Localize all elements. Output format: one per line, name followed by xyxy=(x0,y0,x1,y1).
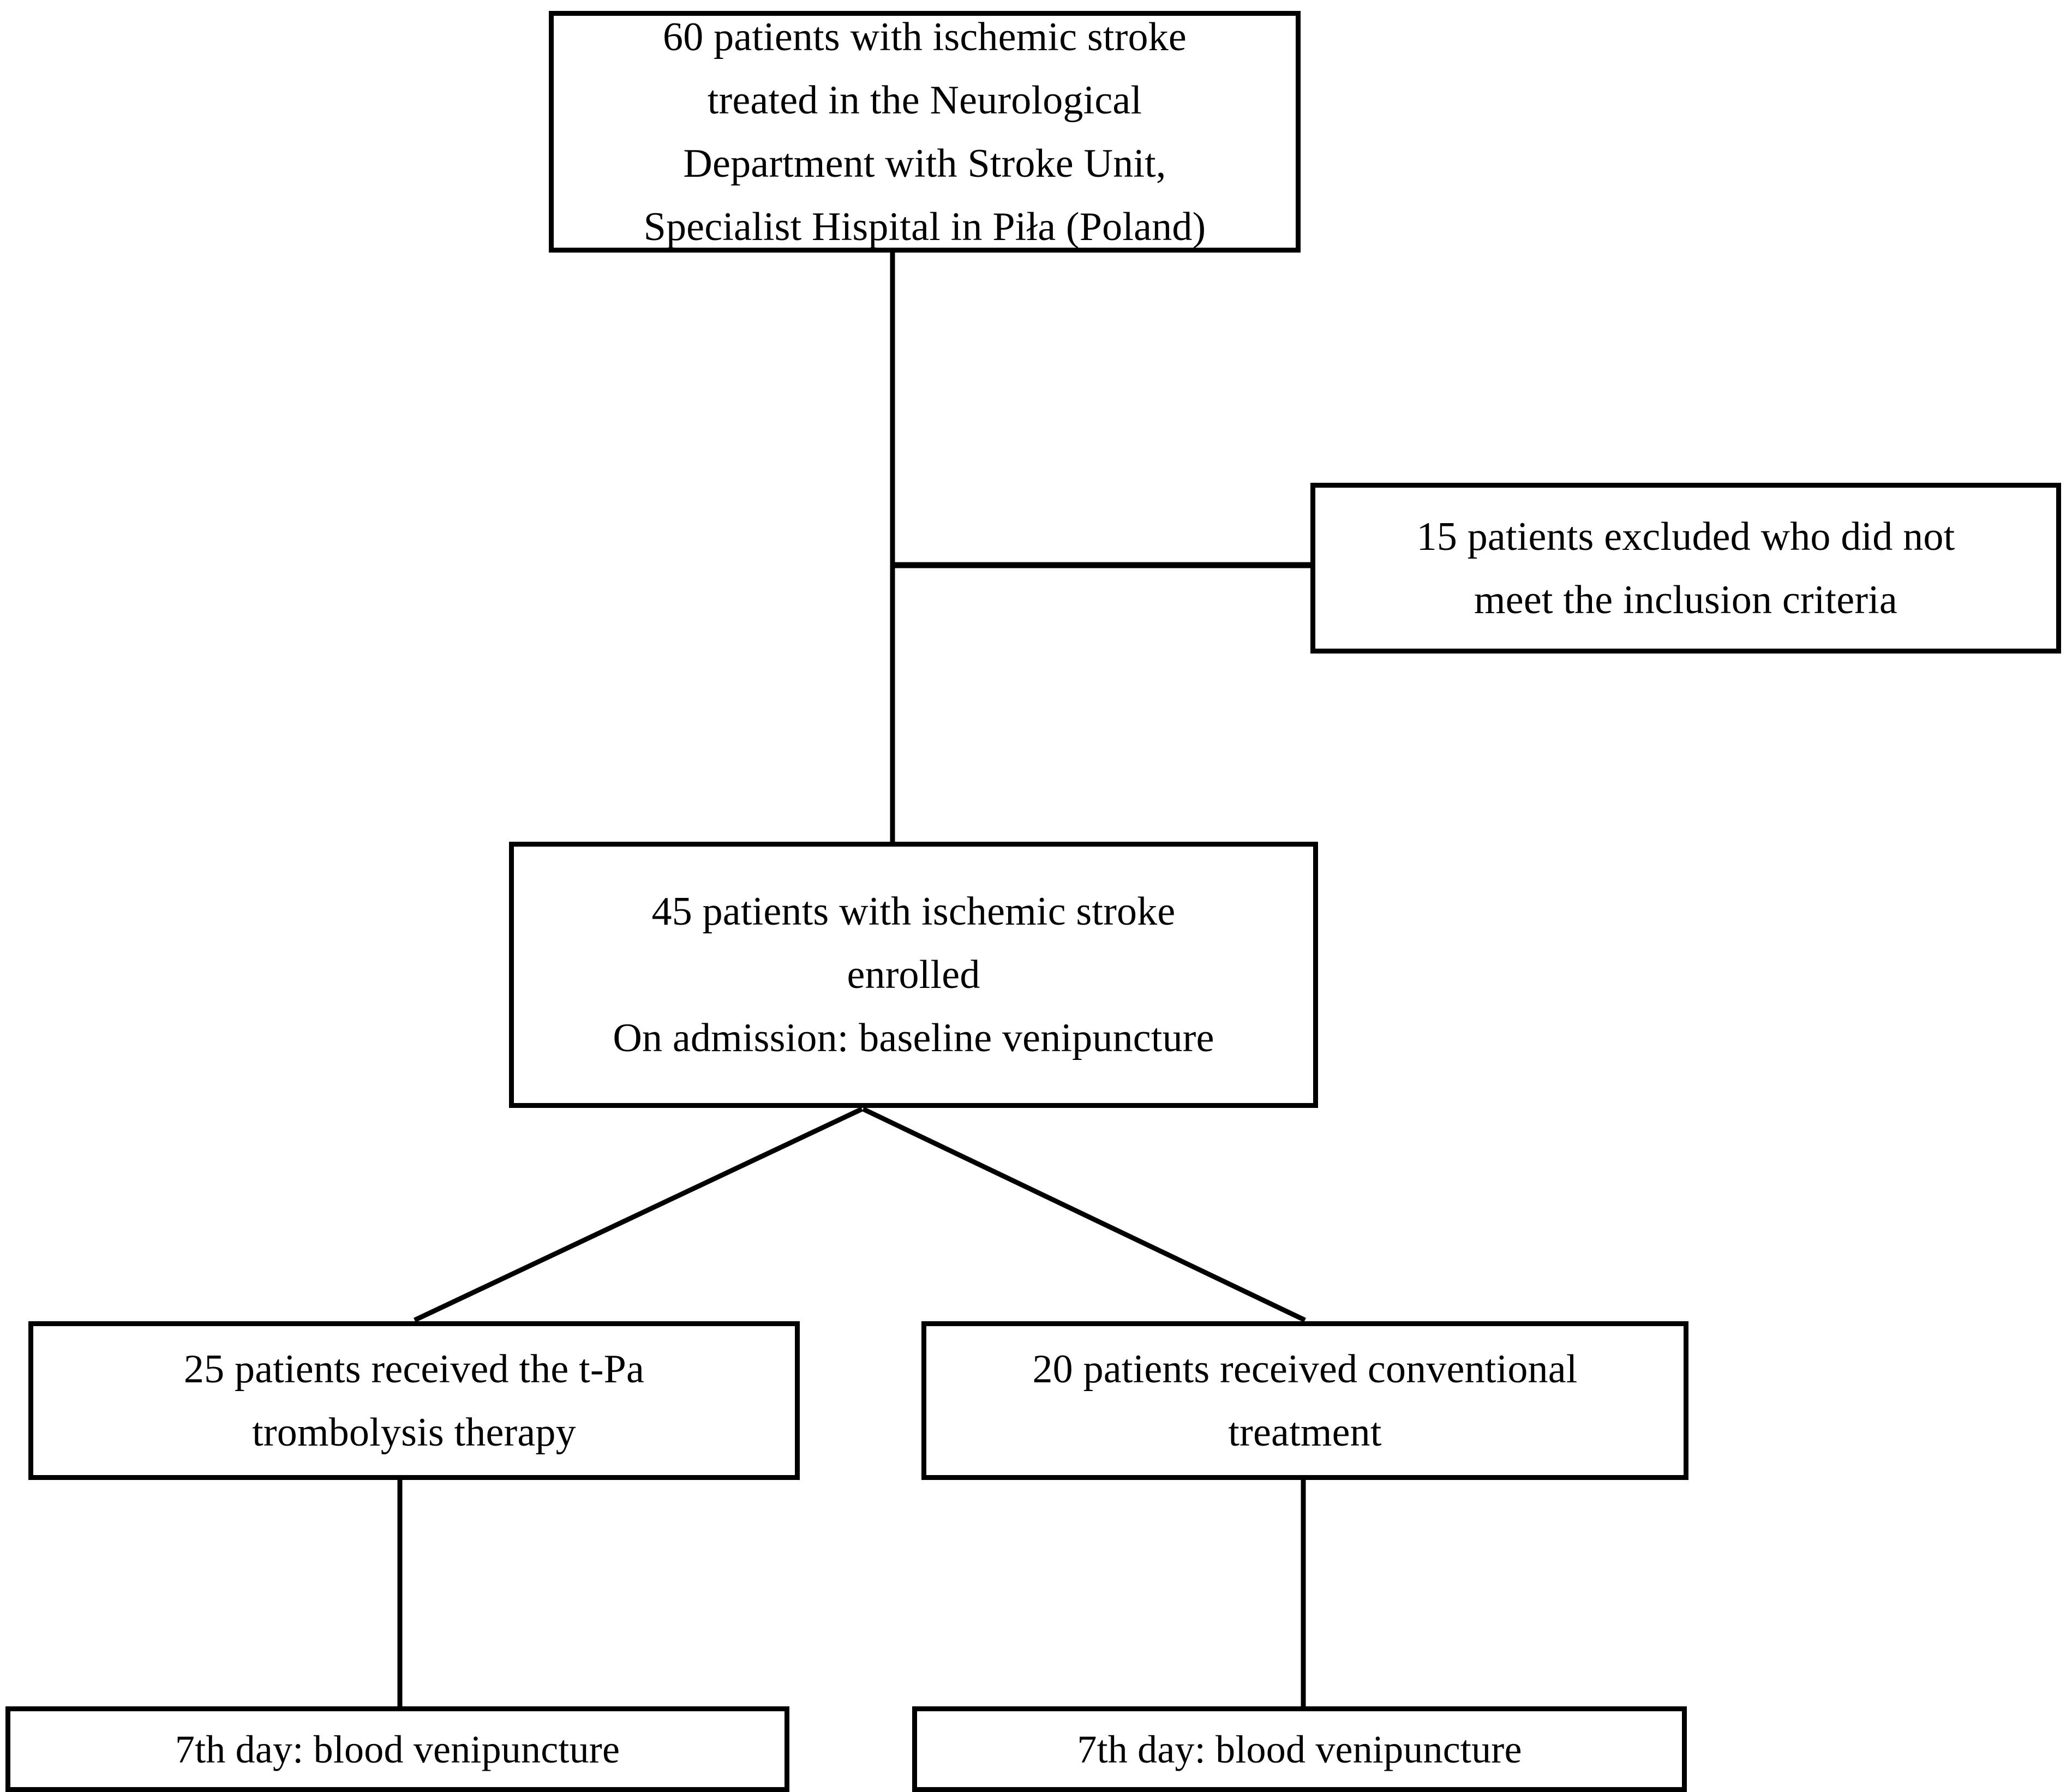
node-tpa-line-1: 25 patients received the t-Pa xyxy=(183,1346,645,1392)
node-enrolled-line-1: 45 patients with ischemic stroke xyxy=(651,889,1176,934)
node-source-population: 60 patients with ischemic stroke treated… xyxy=(549,11,1301,253)
node-conventional-treatment-group: 20 patients received conventional treatm… xyxy=(921,1321,1688,1480)
node-excluded-patients: 15 patients excluded who did not meet th… xyxy=(1310,483,2061,654)
node-source-line-2: treated in the Neurological xyxy=(707,77,1142,123)
node-source-line-4: Specialist Hispital in Piła (Poland) xyxy=(643,204,1206,249)
node-tpa-thrombolysis-group: 25 patients received the t-Pa trombolysi… xyxy=(28,1321,800,1480)
node-tpa-day7-venipuncture: 7th day: blood venipuncture xyxy=(5,1706,789,1792)
node-tpa-day7-line-1: 7th day: blood venipuncture xyxy=(175,1727,620,1771)
edge-enrolled-to-conventional xyxy=(862,1106,1306,1323)
node-conventional-day7-venipuncture: 7th day: blood venipuncture xyxy=(912,1706,1687,1792)
node-excluded-line-1: 15 patients excluded who did not xyxy=(1416,514,1955,559)
edge-enrolled-to-tpa xyxy=(414,1106,863,1323)
node-conv-day7-line-1: 7th day: blood venipuncture xyxy=(1077,1727,1522,1771)
node-excluded-line-2: meet the inclusion criteria xyxy=(1474,577,1897,622)
node-conv-line-1: 20 patients received conventional xyxy=(1032,1346,1578,1392)
node-enrolled-patients: 45 patients with ischemic stroke enrolle… xyxy=(509,842,1318,1108)
node-enrolled-line-3: On admission: baseline venipuncture xyxy=(613,1016,1214,1060)
node-tpa-line-2: trombolysis therapy xyxy=(252,1410,576,1455)
node-source-line-1: 60 patients with ischemic stroke xyxy=(663,14,1187,59)
node-enrolled-line-2: enrolled xyxy=(847,952,980,997)
node-source-line-3: Department with Stroke Unit, xyxy=(683,141,1166,186)
node-conv-line-2: treatment xyxy=(1228,1410,1382,1455)
